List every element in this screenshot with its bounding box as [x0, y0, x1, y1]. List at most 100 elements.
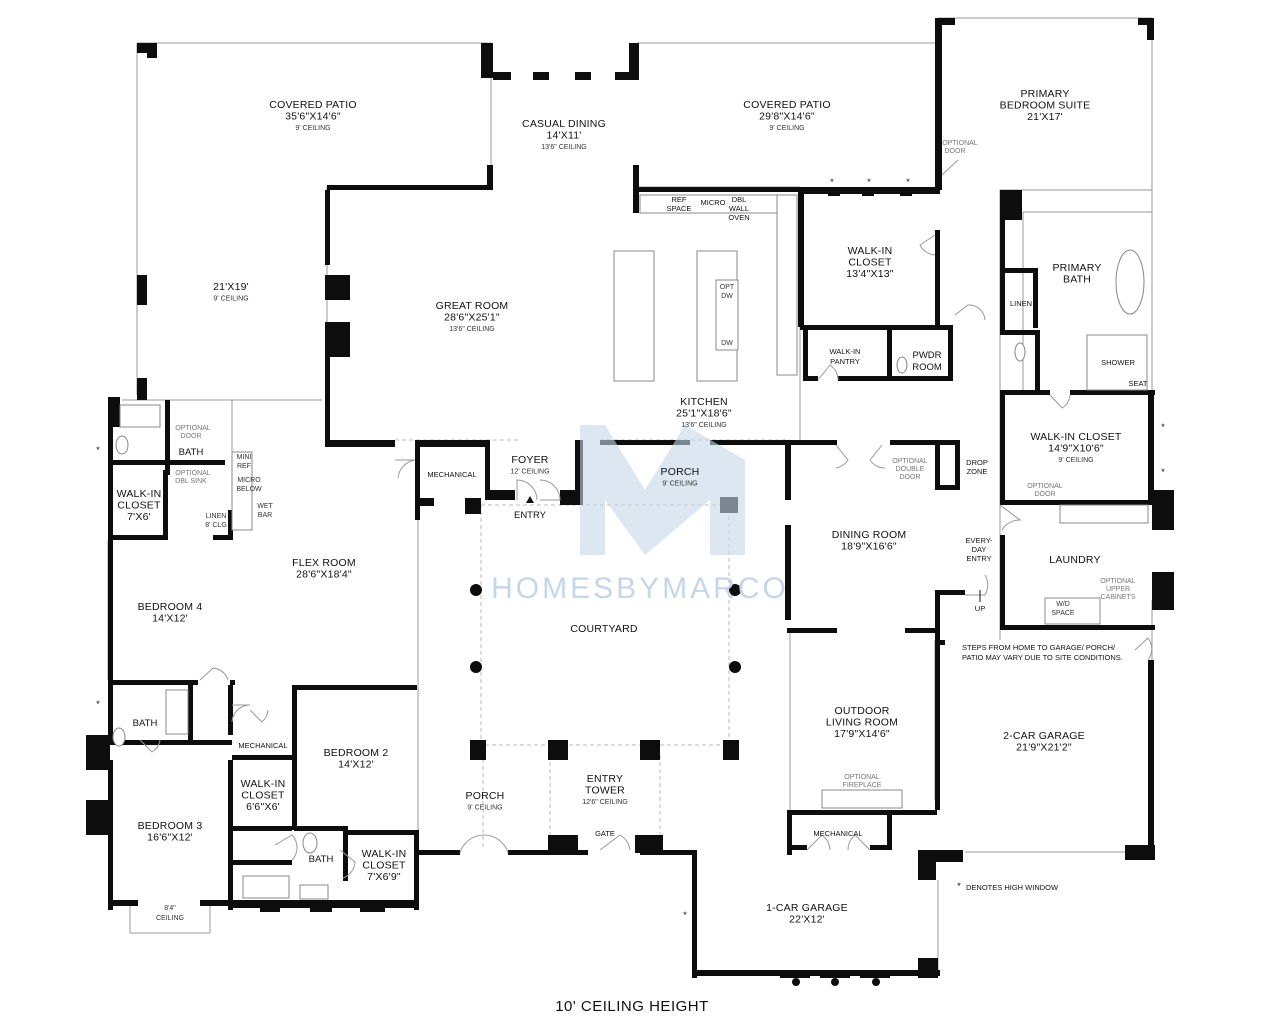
optional-double-door-label-2: DOUBLE: [896, 466, 925, 473]
room-label-walk-in-closet-bed2: CLOSET: [362, 860, 406, 872]
up-label: UP: [975, 604, 985, 613]
room-label-great-room: 28'6"X25'1": [444, 312, 500, 324]
room-label-walk-in-closet-laundry-side: 14'9"X10'6": [1048, 443, 1104, 455]
room-label-bedroom-4: 14'X12': [152, 613, 188, 625]
room-ceiling-foyer: 12' CEILING: [510, 469, 549, 476]
room-label-walk-in-closet-bed3: 6'6"X6': [246, 801, 280, 813]
room-label-covered-patio-right: 29'8"X14'6": [759, 111, 815, 123]
room-label-great-room: GREAT ROOM: [436, 300, 509, 312]
walk-in-pantry-label-1: WALK-IN: [830, 347, 861, 356]
room-ceiling-kitchen: 13'6" CEILING: [681, 422, 726, 429]
micro-label: MICRO: [701, 198, 726, 207]
room-label-primary-bedroom-suite: BEDROOM SUITE: [1000, 100, 1091, 112]
everyday-entry-label-1: EVERY-: [965, 536, 993, 545]
room-ceiling-porch-front: 9' CEILING: [662, 481, 697, 488]
room-label-walk-in-closet-bed2: WALK-IN: [362, 848, 407, 860]
room-ceiling-patio-21x19: 9' CEILING: [213, 296, 248, 303]
linen-clg-label-1: LINEN: [206, 513, 227, 520]
room-label-bedroom-4: BEDROOM 4: [138, 601, 203, 613]
room-label-covered-patio-left: 35'6"X14'6": [285, 111, 341, 123]
bath-middle-label: BATH: [133, 718, 158, 729]
high-window-markers: * * * * * * * *: [96, 177, 1165, 921]
drop-zone-label-1: DROP: [966, 458, 988, 467]
room-label-primary-bath: BATH: [1063, 274, 1091, 286]
room-label-bedroom-2: 14'X12': [338, 759, 374, 771]
high-window-marker: *: [96, 445, 100, 456]
drop-zone-label-2: ZONE: [967, 467, 988, 476]
dw-label: DW: [721, 340, 733, 347]
room-label-covered-patio-left: COVERED PATIO: [269, 99, 356, 111]
dbl-wall-oven-label-1: DBL: [732, 195, 747, 204]
room-label-outdoor-living-room: OUTDOOR: [834, 705, 889, 717]
linen-primary-label: LINEN: [1010, 299, 1032, 308]
micro-below-label-2: BELOW: [236, 486, 262, 493]
high-window-marker: *: [906, 177, 910, 188]
room-label-bedroom-3: 16'6"X12': [147, 832, 193, 844]
room-label-walk-in-closet-bed2: 7'X6'9": [367, 871, 401, 883]
notes: STEPS FROM HOME TO GARAGE/ PORCH/ PATIO …: [957, 643, 1123, 892]
high-window-marker: *: [830, 177, 834, 188]
entry-arrow-icon: [526, 496, 534, 503]
seat-label: SEAT: [1128, 379, 1147, 388]
room-label-outdoor-living-room: LIVING ROOM: [826, 717, 898, 729]
small-labels: BATH BATH BATH MECHANICAL MECHANICAL MEC…: [133, 195, 1148, 922]
room-ceiling-porch-left: 9' CEILING: [467, 805, 502, 812]
room-label-primary-bedroom-suite: PRIMARY: [1020, 88, 1069, 100]
bath-upper-label: BATH: [179, 447, 204, 458]
room-label-casual-dining: 14'X11': [547, 130, 582, 142]
micro-below-label-1: MICRO: [237, 477, 261, 484]
room-label-bedroom-3: BEDROOM 3: [138, 820, 203, 832]
room-label-walk-in-closet-primary: CLOSET: [848, 257, 892, 269]
fixtures: [112, 194, 1149, 900]
opt-dw-label-2: DW: [721, 293, 733, 300]
room-ceiling-casual-dining: 13'6" CEILING: [541, 144, 586, 151]
walk-in-pantry-label-2: PANTRY: [830, 357, 860, 366]
ref-space-label-1: REF: [672, 195, 687, 204]
optional-door-bath-label-1: OPTIONAL: [175, 425, 211, 432]
room-ceiling-covered-patio-left: 9' CEILING: [295, 125, 330, 132]
room-label-walk-in-closet-primary: 13'4"X13": [846, 268, 894, 280]
gate-label: GATE: [595, 829, 615, 838]
optional-door-primary-label-1: OPTIONAL: [942, 140, 978, 147]
room-label-covered-patio-right: COVERED PATIO: [743, 99, 830, 111]
pwdr-room-label-1: PWDR: [912, 350, 941, 361]
optional-upper-cabinets-label-3: CABINETS: [1100, 594, 1135, 601]
high-window-marker: *: [1161, 422, 1165, 433]
room-ceiling-entry-tower: 12'6" CEILING: [582, 799, 627, 806]
room-label-entry-tower: TOWER: [585, 785, 625, 797]
ceiling-8-4-label-1: 8'4": [164, 905, 176, 912]
columns: [470, 584, 890, 986]
room-label-walk-in-closet-bed3: WALK-IN: [241, 778, 286, 790]
room-label-casual-dining: CASUAL DINING: [522, 118, 606, 130]
optional-dbl-sink-label-1: OPTIONAL: [175, 470, 211, 477]
mechanical-left-label: MECHANICAL: [238, 741, 287, 750]
optional-door-closet-label-2: DOOR: [1035, 491, 1056, 498]
room-label-dining-room: 18'9"X16'6": [841, 541, 897, 553]
watermark: HOMESBYMARCO: [491, 425, 789, 605]
room-ceiling-covered-patio-right: 9' CEILING: [769, 125, 804, 132]
dbl-wall-oven-label-3: OVEN: [728, 213, 749, 222]
room-label-primary-bath: PRIMARY: [1052, 262, 1101, 274]
dbl-wall-oven-label-2: WALL: [729, 204, 749, 213]
room-label-walk-in-closet-bed4: 7'X6': [127, 511, 151, 523]
optional-upper-cabinets-label-1: OPTIONAL: [1100, 578, 1136, 585]
mechanical-center-label: MECHANICAL: [427, 470, 476, 479]
room-label-primary-bedroom-suite: 21'X17': [1027, 111, 1063, 123]
wd-space-label-1: W/D: [1056, 601, 1070, 608]
room-label-walk-in-closet-laundry-side: WALK-IN CLOSET: [1030, 431, 1121, 443]
high-window-marker: *: [683, 910, 687, 921]
linen-clg-label-2: 8' CLG: [205, 522, 227, 529]
watermark-text: HOMESBYMARCO: [491, 572, 789, 605]
high-window-marker: *: [867, 177, 871, 188]
room-label-courtyard: COURTYARD: [570, 623, 638, 635]
room-label-walk-in-closet-bed4: WALK-IN: [117, 488, 162, 500]
optional-dbl-sink-label-2: DBL SINK: [175, 478, 207, 485]
mechanical-garage-label: MECHANICAL: [813, 829, 862, 838]
room-label-bedroom-2: BEDROOM 2: [324, 747, 389, 759]
everyday-entry-label-2: DAY: [972, 545, 987, 554]
ceiling-height-footer: 10' CEILING HEIGHT: [555, 998, 709, 1015]
everyday-entry-label-3: ENTRY: [966, 554, 991, 563]
wet-bar-label-2: BAR: [258, 512, 272, 519]
optional-double-door-label-3: DOOR: [900, 474, 921, 481]
